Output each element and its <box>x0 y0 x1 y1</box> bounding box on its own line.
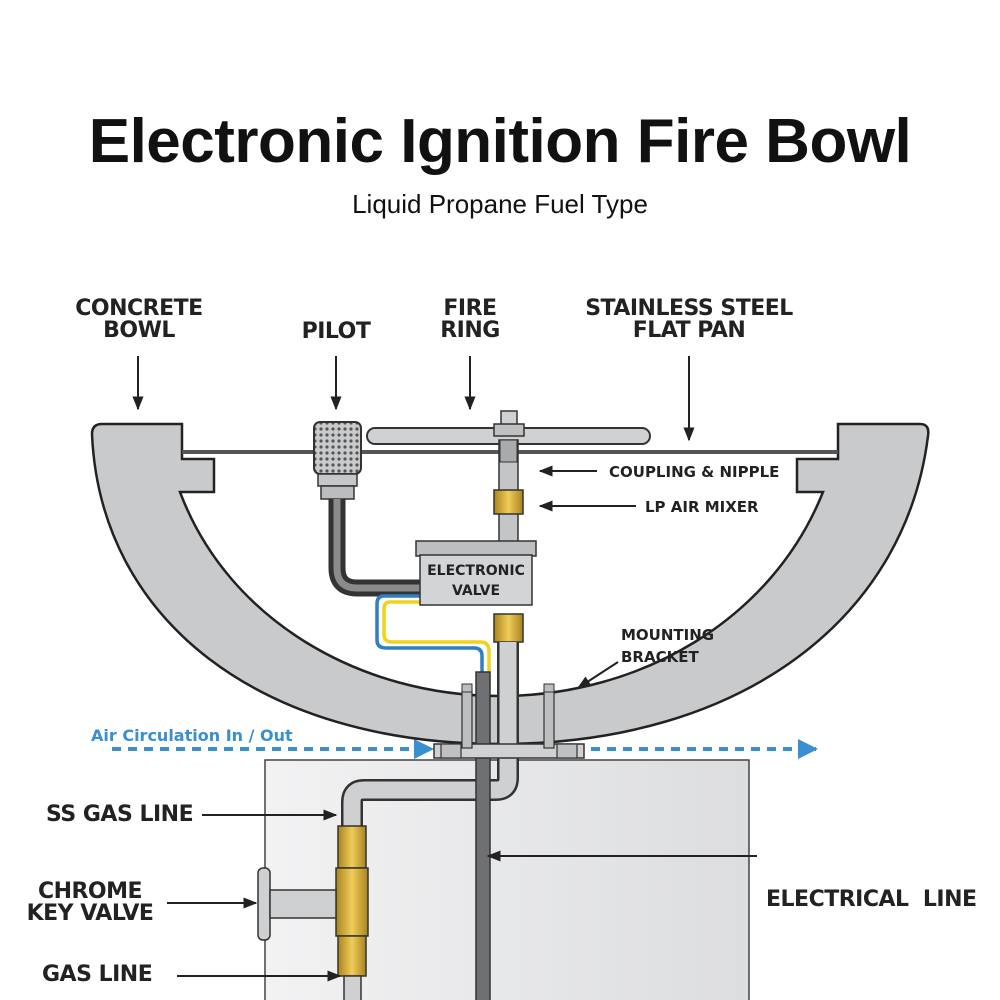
brass-fitting-upper <box>337 825 367 869</box>
electronic-valve-lid <box>415 540 537 557</box>
brass-tee <box>335 867 369 937</box>
pilot-collar <box>317 473 358 487</box>
concrete-bowl-label: CONCRETE BOWL <box>75 296 203 343</box>
page-subtitle: Liquid Propane Fuel Type <box>352 189 648 219</box>
blue-wire <box>375 594 484 690</box>
fire-ring-label: FIRE RING <box>440 296 500 343</box>
electronic-valve-label-2: VALVE <box>452 583 500 599</box>
electrical-line <box>475 671 491 1000</box>
mounting-bracket-label-1: MOUNTING <box>621 626 714 644</box>
yellow-wire <box>382 600 491 690</box>
lp-air-mixer <box>493 489 524 515</box>
coupling-label: COUPLING & NIPPLE <box>609 463 779 481</box>
electronic-valve-label-1: ELECTRONIC <box>427 563 525 579</box>
stainless-pan-label: STAINLESS STEEL FLAT PAN <box>585 296 793 343</box>
lower-brass-fitting <box>493 613 524 643</box>
ring-nut <box>493 423 525 437</box>
electronic-valve-box <box>419 554 533 606</box>
arrow-mounting-bracket <box>576 661 619 689</box>
lp-mixer-label: LP AIR MIXER <box>645 498 759 516</box>
electrical-line-label: ELECTRICAL LINE <box>766 887 977 912</box>
bracket-post-right <box>543 689 555 749</box>
bracket-nut-left <box>440 743 462 759</box>
bracket-nut-right <box>556 743 578 759</box>
page-title: Electronic Ignition Fire Bowl <box>88 107 912 176</box>
brass-fitting-lower <box>337 935 367 977</box>
pilot-nut <box>320 485 355 500</box>
concrete-bowl <box>90 422 930 746</box>
chrome-key-valve-label: CHROME KEY VALVE <box>26 879 154 926</box>
mounting-bracket-label-2: BRACKET <box>621 648 699 666</box>
lower-gas-line-pipe <box>343 975 362 1000</box>
bracket-post-left <box>461 689 473 749</box>
pilot-tube <box>328 499 420 597</box>
coupling-threads <box>499 439 518 463</box>
pilot-label: PILOT <box>301 319 371 344</box>
ss-gas-line-label: SS GAS LINE <box>46 802 194 827</box>
pilot-head <box>313 421 362 475</box>
gas-line-label: GAS LINE <box>42 962 153 987</box>
chrome-key-valve-flange <box>257 867 271 941</box>
ring-cap <box>500 410 518 426</box>
chrome-key-valve-stem <box>269 889 337 919</box>
air-circulation-label: Air Circulation In / Out <box>91 726 293 745</box>
